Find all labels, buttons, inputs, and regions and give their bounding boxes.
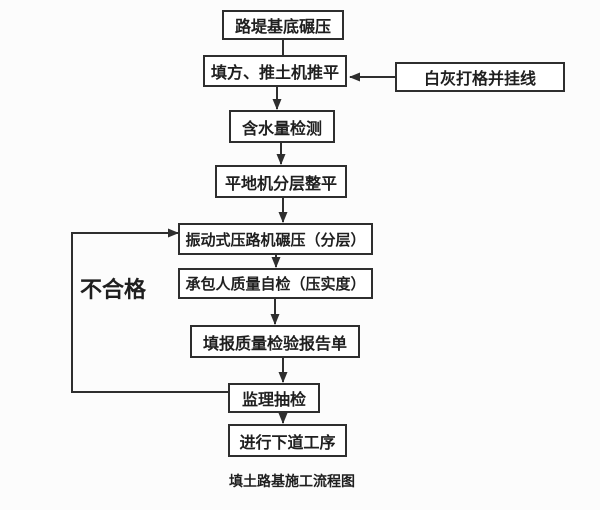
flow-node-moisture-content-test: 含水量检测 — [229, 110, 335, 143]
flow-node-filling-bulldozer-leveling: 填方、推土机推平 — [203, 55, 347, 87]
feedback-unqualified-label: 不合格 — [80, 278, 147, 303]
flow-node-embankment-base-rolling: 路堤基底碾压 — [222, 10, 344, 40]
flow-node-vibratory-roller-compaction: 振动式压路机碾压（分层） — [178, 223, 373, 255]
flow-node-grader-layer-leveling: 平地机分层整平 — [215, 165, 347, 198]
flow-node-next-process: 进行下道工序 — [228, 424, 347, 457]
flowchart-caption: 填土路基施工流程图 — [229, 474, 355, 490]
flow-node-contractor-self-inspection: 承包人质量自检（压实度） — [178, 268, 373, 299]
flow-node-lime-grid-marking: 白灰打格并挂线 — [395, 62, 565, 92]
flow-node-quality-inspection-report: 填报质量检验报告单 — [190, 325, 360, 358]
connector-feedback-unqualified-loop — [71, 228, 228, 393]
flow-node-supervisor-spot-check: 监理抽检 — [228, 383, 320, 413]
